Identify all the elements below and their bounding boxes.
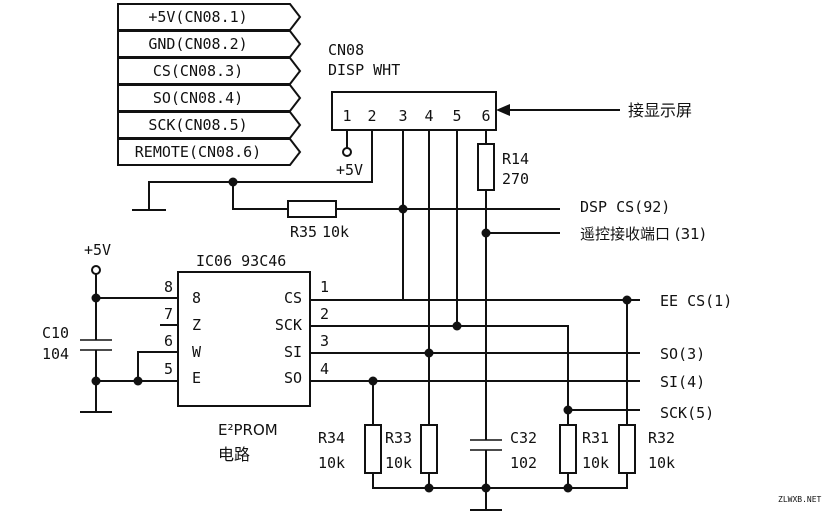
connector-tag: +5V(CN08.1) — [117, 3, 302, 31]
tag-label: +5V(CN08.1) — [148, 8, 247, 26]
ic-pin-label: SO — [284, 369, 302, 387]
tag-shape — [117, 30, 302, 58]
wire — [137, 351, 178, 381]
connector-tag: CS(CN08.3) — [117, 57, 302, 85]
resistor-value: 10k — [582, 454, 609, 472]
bottom-rail — [372, 473, 628, 489]
connector-tag: SO(CN08.4) — [117, 84, 302, 112]
connector-type: DISP WHT — [328, 61, 400, 79]
pin-number: 2 — [367, 107, 376, 125]
ground-wire — [148, 130, 373, 210]
ic-pin-label: SI — [284, 343, 302, 361]
ic-pin-label: SCK — [275, 316, 302, 334]
resistor-r33 — [420, 424, 438, 474]
ic-body — [177, 271, 311, 407]
ic-pin-label: W — [192, 343, 202, 361]
resistor-value: 10k — [318, 454, 345, 472]
resistor-value: 10k — [385, 454, 412, 472]
c32-value: 102 — [510, 454, 537, 472]
tag-label: GND(CN08.2) — [148, 35, 247, 53]
ic-pin-label: CS — [284, 289, 302, 307]
ic-pin-label: Z — [192, 316, 201, 334]
tag-label: CS(CN08.3) — [153, 62, 243, 80]
ic-pin-number: 3 — [320, 332, 329, 350]
supply-terminal — [91, 265, 101, 275]
ic-pin-number: 6 — [164, 332, 173, 350]
connector-tag: SCK(CN08.5) — [117, 111, 302, 139]
signal-label: EE CS(1) — [660, 292, 732, 310]
ic-pin-number: 7 — [164, 305, 173, 323]
tag-label: SCK(CN08.5) — [148, 116, 247, 134]
signal-label: SI(4) — [660, 373, 705, 391]
tag-shape — [117, 138, 302, 166]
wire — [232, 182, 288, 210]
ic-pin-label: E — [192, 369, 201, 387]
supply-label: +5V — [336, 161, 363, 179]
ic-pin-number: 4 — [320, 360, 329, 378]
ic-caption: E²PROM — [218, 421, 278, 439]
supply-label: +5V — [84, 241, 111, 259]
connector-tag-list: +5V(CN08.1) GND(CN08.2) CS(CN08.3) SO(CN… — [117, 3, 302, 166]
tag-label: SO(CN08.4) — [153, 89, 243, 107]
ic-pin-number: 2 — [320, 305, 329, 323]
c10-value: 104 — [42, 345, 69, 363]
tag-shape — [117, 57, 302, 85]
resistor-name: R33 — [385, 429, 412, 447]
junction-dot — [481, 483, 491, 493]
connector-pin-numbers: 1 2 3 4 5 6 — [342, 107, 490, 125]
junction-dot — [424, 483, 434, 493]
resistor-name: R32 — [648, 429, 675, 447]
connector-tag: REMOTE(CN08.6) — [117, 138, 302, 166]
resistor-r32 — [618, 424, 636, 474]
resistor-name: R34 — [318, 429, 345, 447]
resistor-r35 — [287, 200, 337, 218]
arrow-head — [496, 104, 510, 116]
ic-pin-number: 8 — [164, 278, 173, 296]
remote-port-label: 遥控接收端口 (31) — [580, 225, 706, 243]
ic-caption-sub: 电路 — [218, 445, 250, 464]
resistor-r34 — [364, 424, 382, 474]
watermark: ZLWXB.NET — [778, 495, 822, 504]
resistor-name: R31 — [582, 429, 609, 447]
tag-label: REMOTE(CN08.6) — [135, 143, 261, 161]
connector-name: CN08 — [328, 41, 364, 59]
r35-name: R35 — [290, 223, 317, 241]
pin-number: 1 — [342, 107, 351, 125]
display-label: 接显示屏 — [628, 101, 692, 120]
signal-label: SO(3) — [660, 345, 705, 363]
connector-tag: GND(CN08.2) — [117, 30, 302, 58]
resistor-value: 10k — [648, 454, 675, 472]
resistor-r31 — [559, 424, 577, 474]
r35-value: 10k — [322, 223, 349, 241]
resistor-r14 — [477, 143, 495, 191]
tag-shape — [117, 3, 302, 31]
ic-pin-number: 1 — [320, 278, 329, 296]
pin-number: 5 — [452, 107, 461, 125]
c10-name: C10 — [42, 324, 69, 342]
dsp-cs-label: DSP CS(92) — [580, 198, 670, 216]
r14-value: 270 — [502, 170, 529, 188]
r14-name: R14 — [502, 150, 529, 168]
sck-line — [310, 325, 569, 410]
tag-shape — [117, 111, 302, 139]
ic-pin-number: 5 — [164, 360, 173, 378]
pin-number: 4 — [424, 107, 433, 125]
connector-body — [331, 91, 497, 131]
tag-shape — [117, 84, 302, 112]
pin-number: 3 — [398, 107, 407, 125]
signal-label: SCK(5) — [660, 404, 714, 422]
ic-pin-label: 8 — [192, 289, 201, 307]
ic-name: IC06 93C46 — [196, 252, 286, 270]
supply-terminal — [342, 147, 352, 157]
pin-number: 6 — [481, 107, 490, 125]
junction-dot — [563, 483, 573, 493]
display-arrow: 接显示屏 — [496, 101, 692, 120]
c32-name: C32 — [510, 429, 537, 447]
